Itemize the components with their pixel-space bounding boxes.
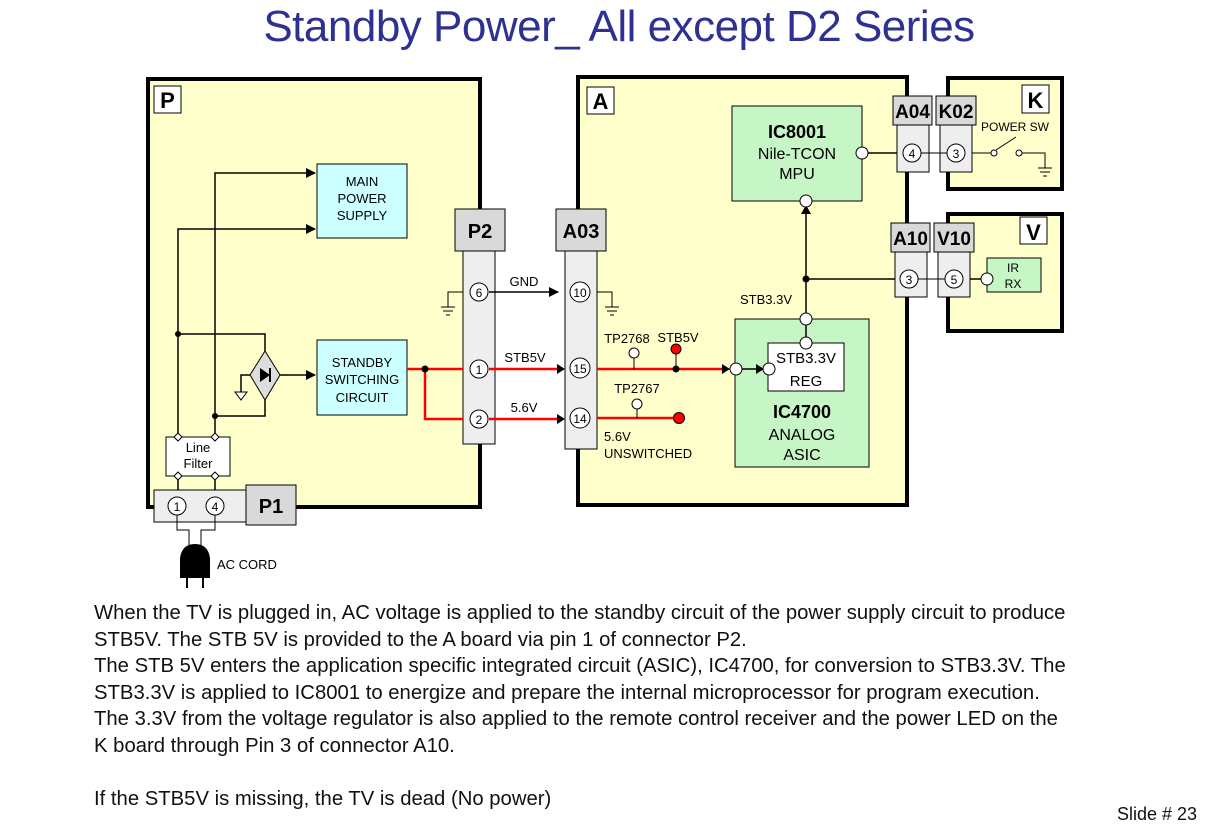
v10-label: V10 [937, 229, 971, 250]
tp2768-label: TP2768 [604, 331, 650, 346]
connector-p2: P2 [454, 208, 506, 445]
mps-line-2: POWER [337, 191, 386, 206]
standby-power-diagram: P MAIN POWER SUPPLY STANDBY SWITCHING CI… [146, 75, 1064, 588]
p2-pins: 6 1 2 [469, 282, 489, 429]
a03-pins: 10 15 14 [569, 281, 591, 429]
unswitched-label-2: UNSWITCHED [604, 446, 692, 461]
description-line-1: When the TV is plugged in, AC voltage is… [94, 602, 1066, 624]
description-line-3: The STB 5V enters the application specif… [94, 655, 1066, 677]
description-line-4: STB3.3V is applied to IC8001 to energize… [94, 681, 1040, 704]
a03-pin-10: 10 [573, 286, 587, 300]
reg-line-2: REG [790, 373, 823, 390]
board-v-label: V [1026, 220, 1041, 245]
ir-rx-line-1: IR [1007, 261, 1019, 275]
v56-label: 5.6V [511, 400, 538, 415]
gnd-label: GND [510, 274, 539, 289]
k02-label: K02 [939, 102, 974, 123]
p1-pin-4: 4 [212, 500, 219, 514]
ic8001-line-1: Nile-TCON [758, 146, 836, 163]
unswitched-label-1: 5.6V [604, 429, 631, 444]
ac-plug-icon [176, 515, 216, 588]
connector-v10: V10 5 [933, 222, 975, 298]
bridge-rectifier-icon [249, 350, 281, 401]
ir-rx-line-2: RX [1005, 277, 1022, 291]
ssc-line-2: SWITCHING [325, 372, 399, 387]
stb5v-label: STB5V [504, 350, 546, 365]
line-filter-block: Line Filter [165, 432, 231, 492]
a04-pin-4: 4 [909, 147, 916, 161]
a10-label: A10 [893, 229, 928, 250]
a03-label: A03 [563, 221, 600, 243]
ic8001-block: IC8001 Nile-TCON MPU [731, 105, 863, 202]
board-p: P [146, 77, 482, 509]
a03-pin-15: 15 [573, 362, 587, 376]
ic8001-line-2: MPU [779, 166, 815, 183]
mps-line-1: MAIN [346, 174, 379, 189]
main-power-supply-block: MAIN POWER SUPPLY [316, 163, 408, 239]
stb33v-label: STB3.3V [740, 292, 792, 307]
line-filter-line-2: Filter [184, 456, 214, 471]
ssc-line-1: STANDBY [332, 355, 393, 370]
description-line-5: The 3.3V from the voltage regulator is a… [94, 708, 1058, 730]
ic8001-name: IC8001 [768, 122, 826, 142]
description-line-2: STB5V. The STB 5V is provided to the A b… [94, 628, 747, 651]
connector-a10: A10 3 [890, 222, 931, 298]
board-p-label: P [160, 88, 175, 113]
ir-rx-block: IR RX [986, 257, 1042, 293]
test-points: TP2768 STB5V TP2767 [604, 330, 699, 424]
standby-supply-lines [407, 367, 722, 421]
p2-pin-1: 1 [476, 363, 483, 377]
p1-label: P1 [259, 496, 283, 518]
a10-pin-3: 3 [906, 273, 913, 287]
a04-label: A04 [895, 102, 930, 123]
p2-label: P2 [468, 221, 492, 243]
p-board-wiring [177, 168, 316, 437]
power-sw-label: POWER SW [981, 120, 1050, 134]
line-filter-line-1: Line [186, 440, 211, 455]
ssc-line-3: CIRCUIT [336, 390, 389, 405]
k02-pin-3: 3 [953, 147, 960, 161]
slide-number: Slide # 23 [1117, 804, 1198, 824]
description-text: When the TV is plugged in, AC voltage is… [94, 600, 1194, 812]
board-a-label: A [593, 89, 609, 114]
board-k-label: K [1028, 88, 1044, 113]
stb5v-tp-label: STB5V [657, 330, 699, 345]
power-switch-icon [970, 136, 1052, 177]
ic4700-line-1: ANALOG [769, 427, 836, 444]
ac-cord-label: AC CORD [217, 557, 277, 572]
tp2767-label: TP2767 [614, 381, 660, 396]
p1-pin-1: 1 [174, 500, 181, 514]
connector-a04: A04 4 [892, 95, 933, 173]
reg-line-1: STB3.3V [776, 350, 836, 367]
connector-k02: K02 3 [935, 95, 977, 173]
a03-pin-14: 14 [573, 412, 587, 426]
mps-line-3: SUPPLY [337, 208, 388, 223]
ground-icon [441, 291, 619, 316]
note-text: If the STB5V is missing, the TV is dead … [94, 787, 552, 810]
description-line-6: K board through Pin 3 of connector A10. [94, 734, 455, 757]
standby-switching-block: STANDBY SWITCHING CIRCUIT [316, 339, 408, 416]
connector-p1: P1 1 4 [153, 484, 297, 526]
p2-pin-2: 2 [476, 413, 483, 427]
v10-pin-5: 5 [951, 273, 958, 287]
p2-pin-6: 6 [476, 286, 483, 300]
ic4700-name: IC4700 [773, 402, 831, 422]
ic4700-line-2: ASIC [783, 447, 820, 464]
slide-title: Standby Power_ All except D2 Series [263, 2, 975, 51]
